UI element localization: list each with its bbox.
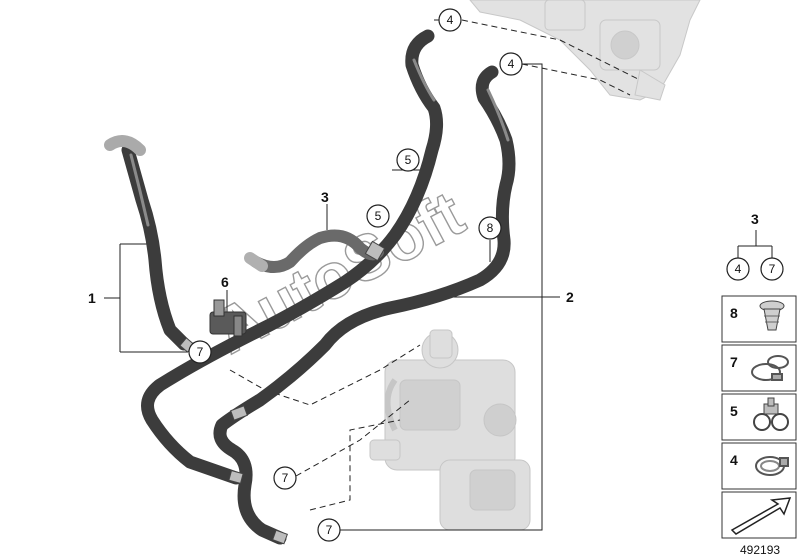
part-label-5: 5 [730, 403, 738, 419]
part-label-8: 8 [730, 305, 738, 321]
part-box-7 [721, 344, 797, 392]
kit-3-group: 3 4 7 [726, 211, 784, 281]
callout-6: 6 [221, 274, 229, 290]
arrow-icon [730, 497, 792, 535]
svg-text:8: 8 [487, 221, 494, 235]
kit-ref-7: 7 [769, 262, 776, 276]
hose-2 [213, 65, 516, 545]
svg-text:5: 5 [405, 153, 412, 167]
hose-clamp-spring-icon [751, 355, 789, 381]
hose-clips [179, 240, 386, 545]
circled-ref-7c: 7 [317, 518, 341, 542]
image-number: 492193 [740, 543, 780, 557]
svg-text:4: 4 [508, 57, 515, 71]
circled-ref-7a: 7 [188, 340, 212, 364]
callout-3: 3 [321, 189, 329, 205]
svg-text:7: 7 [326, 523, 333, 537]
svg-text:4: 4 [447, 13, 454, 27]
callout-1: 1 [88, 290, 96, 306]
screw-clip-icon [759, 300, 785, 331]
circled-ref-7b: 7 [273, 466, 297, 490]
svg-text:7: 7 [282, 471, 289, 485]
part-label-4: 4 [730, 452, 738, 468]
callout-2: 2 [566, 289, 574, 305]
part-label-7: 7 [730, 354, 738, 370]
ghost-pump [369, 329, 531, 531]
circled-ref-5a: 5 [396, 148, 420, 172]
circled-ref-8: 8 [478, 216, 502, 240]
circled-ref-4a: 4 [438, 8, 462, 32]
dashed-leaders [229, 19, 641, 511]
kit-ref-4: 4 [735, 262, 742, 276]
svg-text:7: 7 [197, 345, 204, 359]
svg-text:5: 5 [375, 209, 382, 223]
hose-5-long [141, 29, 444, 485]
ghost-engine-top [469, 0, 701, 101]
kit-3-label: 3 [751, 211, 759, 227]
part-box-5 [721, 393, 797, 441]
hose-1 [104, 135, 191, 351]
hose-clamp-icon [755, 456, 789, 476]
holder-clip-icon [753, 397, 789, 431]
circled-ref-4b: 4 [499, 52, 523, 76]
circled-ref-5b: 5 [366, 204, 390, 228]
bracket-6 [209, 299, 247, 337]
part-box-8 [721, 295, 797, 343]
